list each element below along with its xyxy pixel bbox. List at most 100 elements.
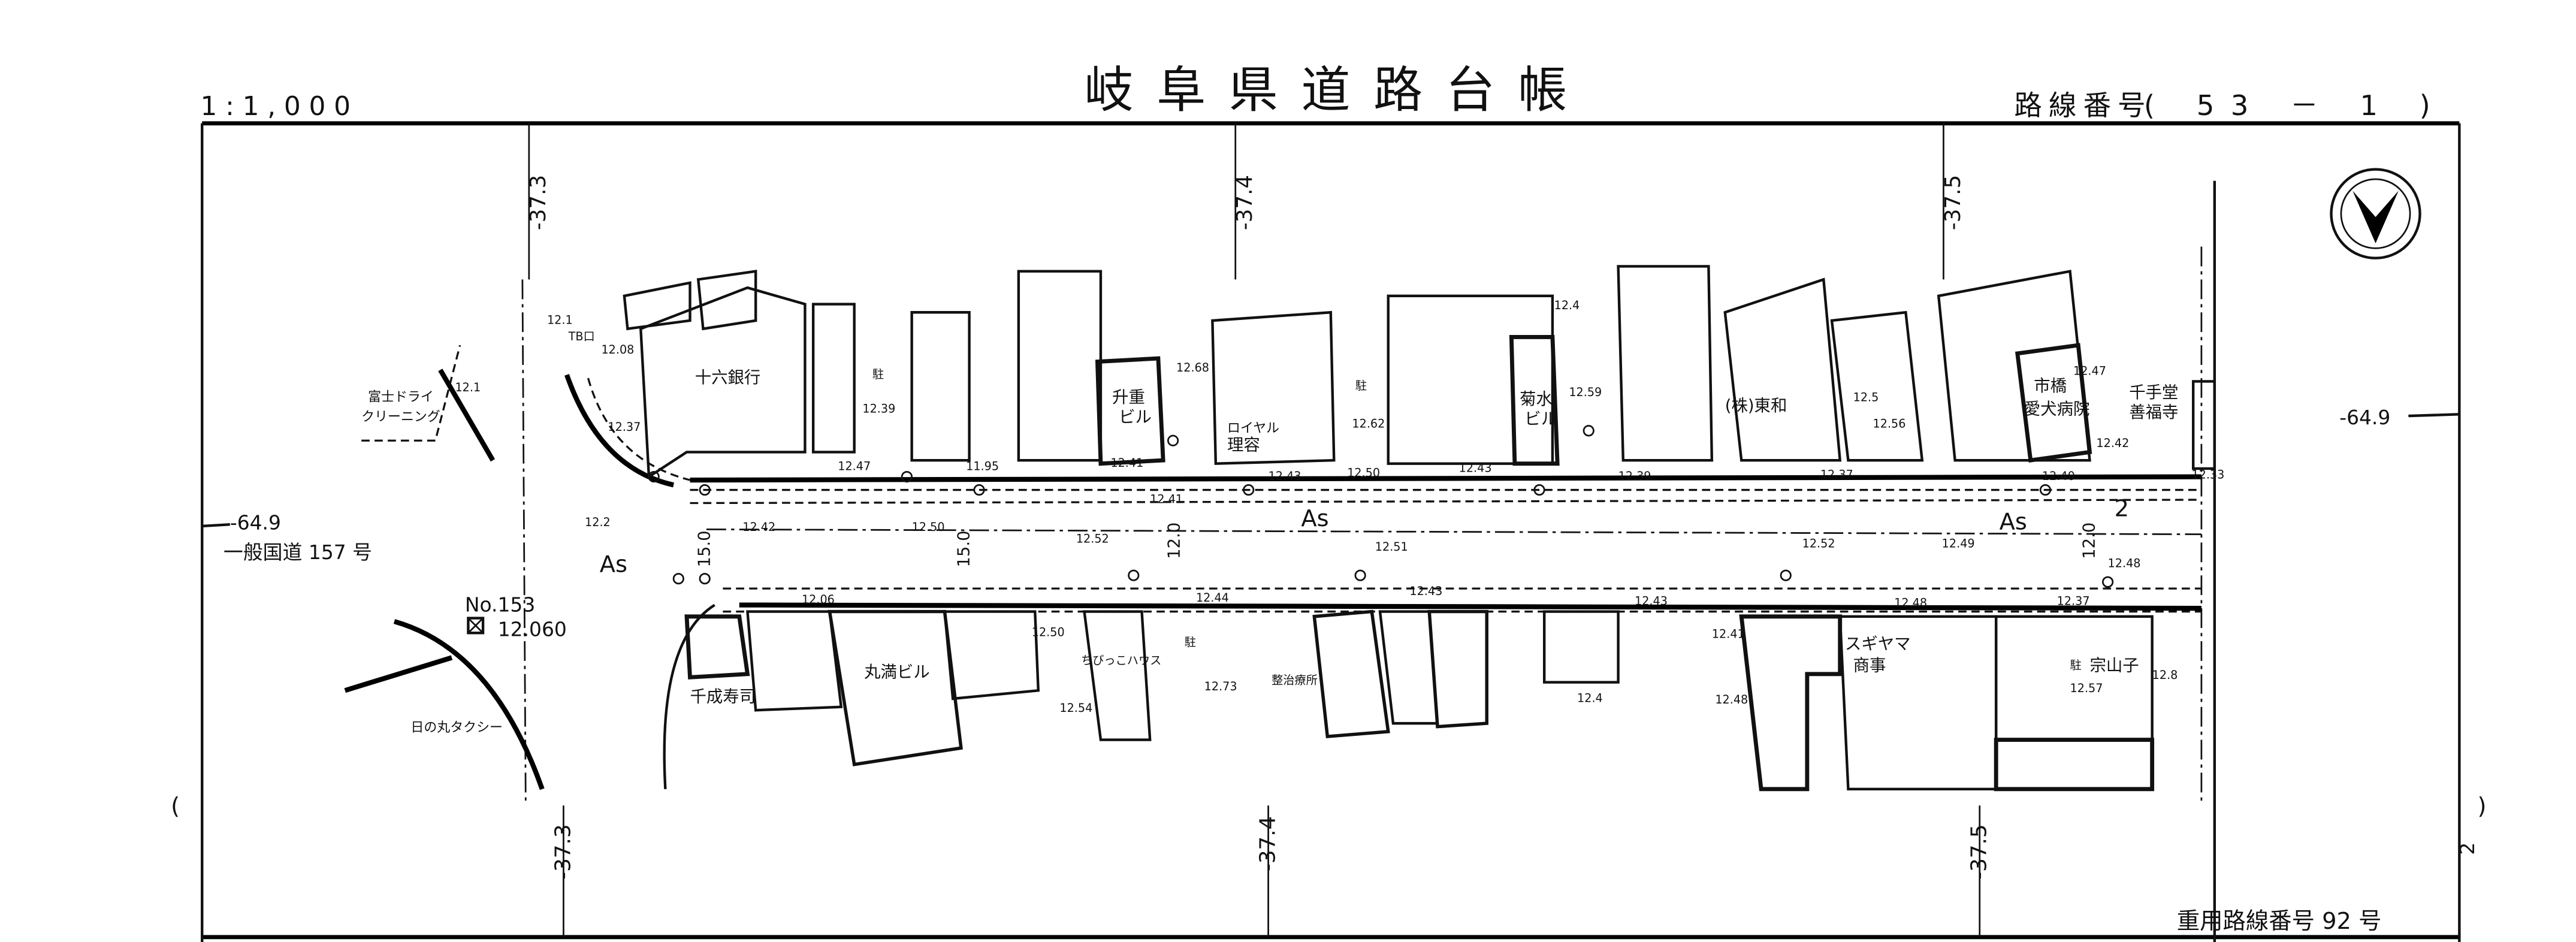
benchmark-elevation: 12.060	[498, 618, 567, 641]
building-label: 商事	[1853, 656, 1886, 675]
elevation-label: 12.48	[2108, 556, 2141, 570]
margin-mark-left: (	[171, 793, 180, 820]
elevation-label: 12.4	[1577, 691, 1603, 705]
elevation-label: 12.1	[547, 313, 573, 327]
building-labels: 十六銀行 升重 ビル ロイヤル 理容 菊水 ビル (株)東和 市橋 愛犬病院 千…	[361, 330, 2178, 735]
width-label: 12.0	[2080, 523, 2099, 559]
elevation-label: 12.41	[1712, 627, 1745, 641]
building-label: 宗山子	[2089, 656, 2139, 675]
surface-label: As	[2000, 508, 2027, 535]
elevation-label: 12.47	[2073, 364, 2106, 378]
elevation-label: 12.43	[1635, 594, 1668, 608]
elevation-labels: 12.1 12.08 12.1 12.37 12.39 12.47 11.95 …	[455, 298, 2224, 715]
elevation-label: 12.52	[1076, 532, 1109, 545]
elevation-label: 12.49	[1942, 537, 1975, 551]
elevation-label: 12.42	[2096, 436, 2129, 450]
surface-label: As	[600, 551, 627, 578]
width-label: 12.0	[1165, 523, 1184, 559]
elevation-label: 12.33	[2191, 467, 2224, 481]
station-bottom-1: -37.3	[551, 825, 575, 880]
elevation-label: 12.56	[1873, 416, 1906, 430]
elevation-label: 12.43	[1409, 584, 1442, 598]
building-label: 愛犬病院	[2024, 400, 2090, 418]
north-arrow-icon	[2330, 168, 2421, 259]
elevation-label: 12.41	[1150, 492, 1183, 506]
offset-right: -64.9	[2339, 406, 2390, 429]
utility-symbols	[648, 425, 2114, 588]
building-outlines	[623, 265, 2216, 792]
elevation-label: 11.95	[966, 460, 999, 473]
benchmark-marker-icon	[467, 617, 485, 635]
elevation-label: 12.54	[1059, 701, 1092, 715]
station-lines	[528, 123, 1981, 937]
building-label: 十六銀行	[695, 369, 761, 387]
elevation-label: 12.2	[585, 515, 611, 529]
building-label: 駐	[1185, 635, 1196, 649]
elevation-label: 12.37	[2057, 594, 2090, 608]
side-sheet-mark: 2	[2456, 843, 2479, 855]
station-top-2: -37.4	[1233, 175, 1257, 230]
building-label: ロイヤル	[1227, 421, 1279, 436]
building-label: 善福寺	[2129, 403, 2178, 422]
main-road	[344, 279, 2201, 806]
elevation-label: 12.47	[838, 460, 871, 473]
elevation-label: 12.37	[1820, 467, 1853, 481]
elevation-label: 12.68	[1176, 361, 1209, 375]
building-label: 駐	[2070, 659, 2082, 672]
station-top-1: -37.3	[526, 175, 551, 230]
building-label: 富士ドライ	[368, 390, 434, 404]
building-label: 理容	[1227, 436, 1260, 455]
building-label: 駐	[872, 367, 884, 381]
building-label: 丸満ビル	[864, 663, 930, 681]
station-top-3: -37.5	[1941, 175, 1965, 230]
elevation-label: 12.41	[1110, 456, 1143, 470]
scale-label: 1:1,000	[200, 91, 358, 122]
width-label: 15.0	[955, 530, 974, 567]
building-label: ちびっこハウス	[1081, 653, 1161, 667]
page-title: 岐阜県道路台帳	[1085, 62, 1590, 119]
width-label: 15.0	[695, 530, 714, 567]
elevation-label: 12.37	[608, 420, 641, 434]
building-label: (株)東和	[1725, 397, 1787, 415]
building-label: スギヤマ	[1845, 635, 1911, 654]
footer-route-note: 重用路線番号 92 号	[2177, 908, 2382, 935]
benchmark-number: No.153	[465, 593, 535, 617]
elevation-label: 12.51	[1375, 540, 1408, 554]
elevation-label: 12.39	[1618, 469, 1651, 483]
elevation-label: 12.39	[862, 402, 895, 416]
elevation-label: 12.42	[742, 520, 775, 534]
building-label: 千手堂	[2129, 384, 2178, 402]
route-number: ( 53 － 1 )	[2144, 89, 2447, 122]
offset-line-left	[202, 523, 230, 528]
elevation-label: 12.5	[1853, 390, 1879, 404]
building-label: 千成寿司	[690, 687, 756, 706]
station-bottom-3: -37.5	[1967, 825, 1992, 880]
elevation-label: 12.48	[1715, 693, 1748, 707]
elevation-label: 12.50	[1032, 626, 1065, 639]
offset-line-right	[2408, 413, 2460, 418]
elevation-label: 12.52	[1802, 537, 1835, 551]
elevation-label: 12.4	[1554, 298, 1580, 312]
crossing-road-name: 一般国道 157 号	[224, 541, 372, 564]
elevation-label: 12.8	[2152, 668, 2178, 682]
elevation-label: 12.62	[1352, 416, 1385, 430]
elevation-label: 12.06	[802, 593, 835, 606]
building-label: 整治療所	[1272, 673, 1318, 687]
building-label: 市橋	[2034, 377, 2067, 395]
elevation-label: 12.44	[1196, 591, 1229, 605]
route-number-label: 路線番号	[2014, 89, 2152, 122]
building-label: TB口	[568, 330, 595, 343]
elevation-label: 12.57	[2070, 681, 2103, 695]
building-label: 升重	[1112, 388, 1145, 407]
elevation-label: 12.50	[912, 520, 945, 534]
elevation-label: 12.1	[455, 381, 481, 394]
building-label: 駐	[1355, 379, 1367, 393]
margin-mark-right: )	[2477, 793, 2486, 820]
elevation-label: 12.43	[1459, 461, 1492, 475]
sheet-mark: 2	[2115, 495, 2129, 522]
elevation-label: 12.40	[2042, 469, 2075, 483]
station-bottom-2: -37.4	[1256, 816, 1281, 871]
elevation-label: 12.43	[1269, 469, 1301, 483]
elevation-label: 12.08	[601, 343, 634, 357]
